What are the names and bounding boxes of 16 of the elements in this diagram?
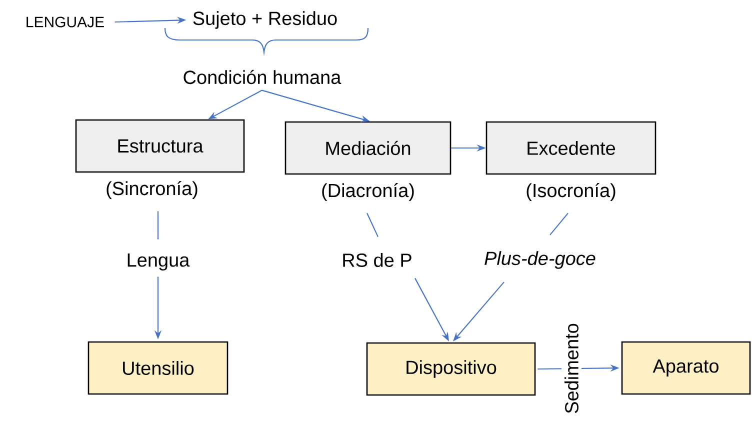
process-box: Dispositivo: [366, 342, 536, 396]
caption-text: (Diacronía): [322, 183, 414, 201]
process-box: Estructura: [75, 119, 245, 173]
text-label: Condición humana: [184, 70, 342, 84]
process-box: Excedente: [486, 121, 656, 175]
process-box: Utensilio: [88, 341, 228, 395]
process-box: Aparato: [621, 341, 751, 395]
edge-label: Sedimento: [562, 320, 582, 417]
caption-text: (Sincronía): [106, 181, 198, 199]
caption-text: (Isocronía): [526, 183, 616, 201]
process-box: Mediación: [284, 121, 452, 175]
text-label: Plus-de-goce: [484, 251, 596, 269]
text-label: LENGUAJE: [26, 16, 104, 28]
text-label: Sujeto + Residuo: [193, 11, 337, 29]
text-label: RS de P: [343, 253, 412, 267]
text-label: Lengua: [128, 254, 190, 270]
